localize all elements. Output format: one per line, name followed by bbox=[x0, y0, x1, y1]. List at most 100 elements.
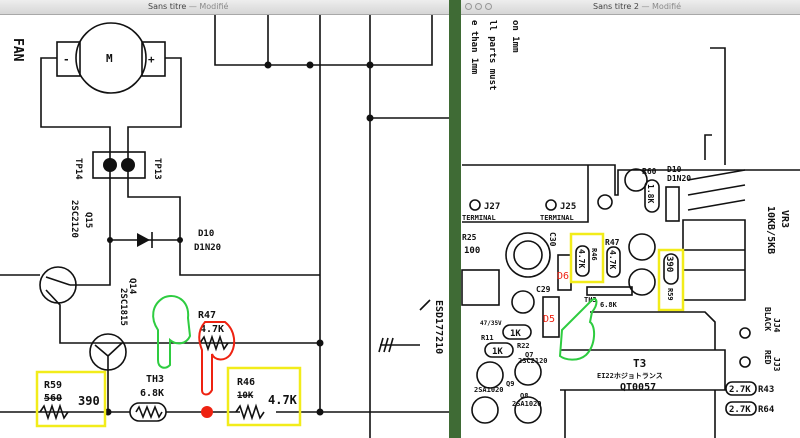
right-pcb: e than 1mm ll parts must on 1mm VR3 10KB… bbox=[461, 20, 800, 438]
thermistor-th3-icon bbox=[129, 402, 167, 422]
r59-pcb-label: R59 bbox=[666, 288, 674, 301]
r59-pcb-value: 390 bbox=[664, 256, 674, 272]
jj4-label: JJ4 bbox=[772, 318, 781, 333]
tp13-label: TP13 bbox=[152, 158, 162, 180]
jj3-label: JJ3 bbox=[772, 357, 781, 372]
right-title-bar[interactable]: Sans titre 2 — Modifié bbox=[461, 0, 800, 15]
r59-pcb-highlight bbox=[657, 248, 685, 312]
r46-label: R46 bbox=[237, 377, 255, 388]
q15-part: 2SC2120 bbox=[69, 200, 79, 238]
r43-value: 2.7K bbox=[729, 385, 751, 395]
q14-part: 2SC1815 bbox=[118, 288, 128, 326]
r64-value: 2.7K bbox=[729, 405, 751, 415]
r47-value: 4.7K bbox=[200, 324, 224, 335]
tp14-dot bbox=[103, 158, 117, 172]
green-pointing-hand-icon bbox=[152, 295, 192, 369]
zoom-button[interactable] bbox=[485, 3, 492, 10]
minus-label: - bbox=[63, 53, 70, 66]
right-window: Sans titre 2 — Modifié e than 1mm ll par… bbox=[461, 0, 800, 438]
th3-pcb-label: TH3 bbox=[584, 296, 597, 304]
r64-label: R64 bbox=[758, 405, 775, 415]
r46-old-value: 10K bbox=[237, 391, 254, 401]
r47-pcb-value: 4.7K bbox=[608, 250, 617, 269]
c29-label: C29 bbox=[536, 285, 551, 294]
q9-label: Q9 bbox=[506, 380, 514, 388]
r60-value: 1.8K bbox=[646, 184, 655, 203]
r11-value: 1K bbox=[492, 347, 503, 357]
motor-label: M bbox=[106, 52, 113, 65]
r59-highlight-box bbox=[35, 370, 107, 428]
left-schematic: FAN M - + TP14 TP13 D10 D1N20 Q15 2SC212… bbox=[0, 15, 449, 438]
r46-highlight-box bbox=[226, 366, 302, 427]
r59-label: R59 bbox=[44, 380, 62, 391]
red-marker-dot bbox=[201, 406, 213, 418]
terminal2-label: TERMINAL bbox=[540, 214, 574, 222]
th3-label: TH3 bbox=[146, 374, 164, 385]
black-label: BLACK bbox=[763, 307, 772, 331]
vr3-label: VR3 bbox=[779, 210, 790, 228]
r46-pcb-value: 4.7K bbox=[577, 249, 586, 268]
red-pointing-hand-icon bbox=[198, 321, 236, 396]
d5-label: D5 bbox=[543, 314, 555, 325]
minimize-button[interactable] bbox=[475, 3, 482, 10]
q9-part: 2SA1020 bbox=[474, 386, 504, 394]
q8-label: Q8 bbox=[520, 392, 528, 400]
plus-label: + bbox=[148, 53, 155, 66]
d1n20-pcb-label: D1N20 bbox=[667, 174, 691, 183]
cap-label: 47/35V bbox=[480, 320, 502, 327]
th3-pcb-value: 6.8K bbox=[600, 301, 618, 309]
j27-label: J27 bbox=[484, 202, 500, 212]
r46-new-value: 4.7K bbox=[268, 393, 298, 407]
q7-label: Q7 bbox=[525, 351, 533, 359]
left-window-title: Sans titre — Modifié bbox=[148, 2, 229, 11]
t3-part: QT0057 bbox=[620, 382, 656, 393]
terminal1-label: TERMINAL bbox=[462, 214, 496, 222]
motor-icon bbox=[75, 22, 147, 94]
d6-label: D6 bbox=[557, 271, 569, 282]
r46-pcb-highlight bbox=[569, 232, 605, 284]
d10-pcb-label: D10 bbox=[667, 165, 682, 174]
r46-pcb-label: R46 bbox=[590, 248, 598, 261]
tp14-label: TP14 bbox=[73, 158, 83, 180]
t3-label: T3 bbox=[633, 357, 646, 370]
c30-label: C30 bbox=[548, 232, 557, 247]
note-line-3: e than 1mm bbox=[469, 20, 479, 75]
r59-new-value: 390 bbox=[78, 394, 100, 408]
j25-label: J25 bbox=[560, 202, 576, 212]
red-label: RED bbox=[763, 350, 772, 365]
note-line-1: on 1mm bbox=[510, 20, 520, 53]
th3-value: 6.8K bbox=[140, 388, 164, 399]
tp13-dot bbox=[121, 158, 135, 172]
left-title-bar[interactable]: Sans titre — Modifié bbox=[0, 0, 449, 15]
note-line-2: ll parts must bbox=[487, 20, 497, 90]
close-button[interactable] bbox=[465, 3, 472, 10]
r22-value: 1K bbox=[510, 329, 521, 339]
r60-label: R60 bbox=[642, 167, 657, 176]
q14-label: Q14 bbox=[127, 278, 137, 295]
r25-label: R25 bbox=[462, 233, 477, 242]
right-window-title: Sans titre 2 — Modifié bbox=[593, 2, 682, 11]
fan-label: FAN bbox=[10, 38, 25, 62]
test-point-block bbox=[92, 151, 146, 179]
r59-old-value: 560 bbox=[44, 393, 62, 404]
r11-label: R11 bbox=[481, 334, 494, 342]
d10-part: D1N20 bbox=[194, 243, 221, 253]
r22-label: R22 bbox=[517, 342, 530, 350]
t3-desc: EI22ホジョトランス bbox=[597, 372, 663, 380]
motor-minus-terminal bbox=[56, 41, 81, 77]
r47-pcb-label: R47 bbox=[605, 238, 620, 247]
vr3-value: 10KB/5KB bbox=[765, 206, 776, 254]
q8-part: 2SA1020 bbox=[512, 400, 542, 408]
motor-plus-terminal bbox=[141, 41, 166, 77]
q15-label: Q15 bbox=[83, 212, 93, 228]
left-window: Sans titre — Modifié FAN M - + TP14 TP13… bbox=[0, 0, 449, 438]
esd-label: ESD177210 bbox=[433, 300, 444, 354]
green-pointing-hand-icon-right bbox=[558, 298, 598, 361]
q7-part: 2SC2120 bbox=[518, 357, 548, 365]
r47-label: R47 bbox=[198, 310, 216, 321]
window-controls bbox=[465, 3, 492, 10]
r43-label: R43 bbox=[758, 385, 774, 395]
r25-value: 100 bbox=[464, 246, 480, 256]
diode-d10-icon bbox=[137, 233, 150, 247]
d10-label: D10 bbox=[198, 229, 214, 239]
